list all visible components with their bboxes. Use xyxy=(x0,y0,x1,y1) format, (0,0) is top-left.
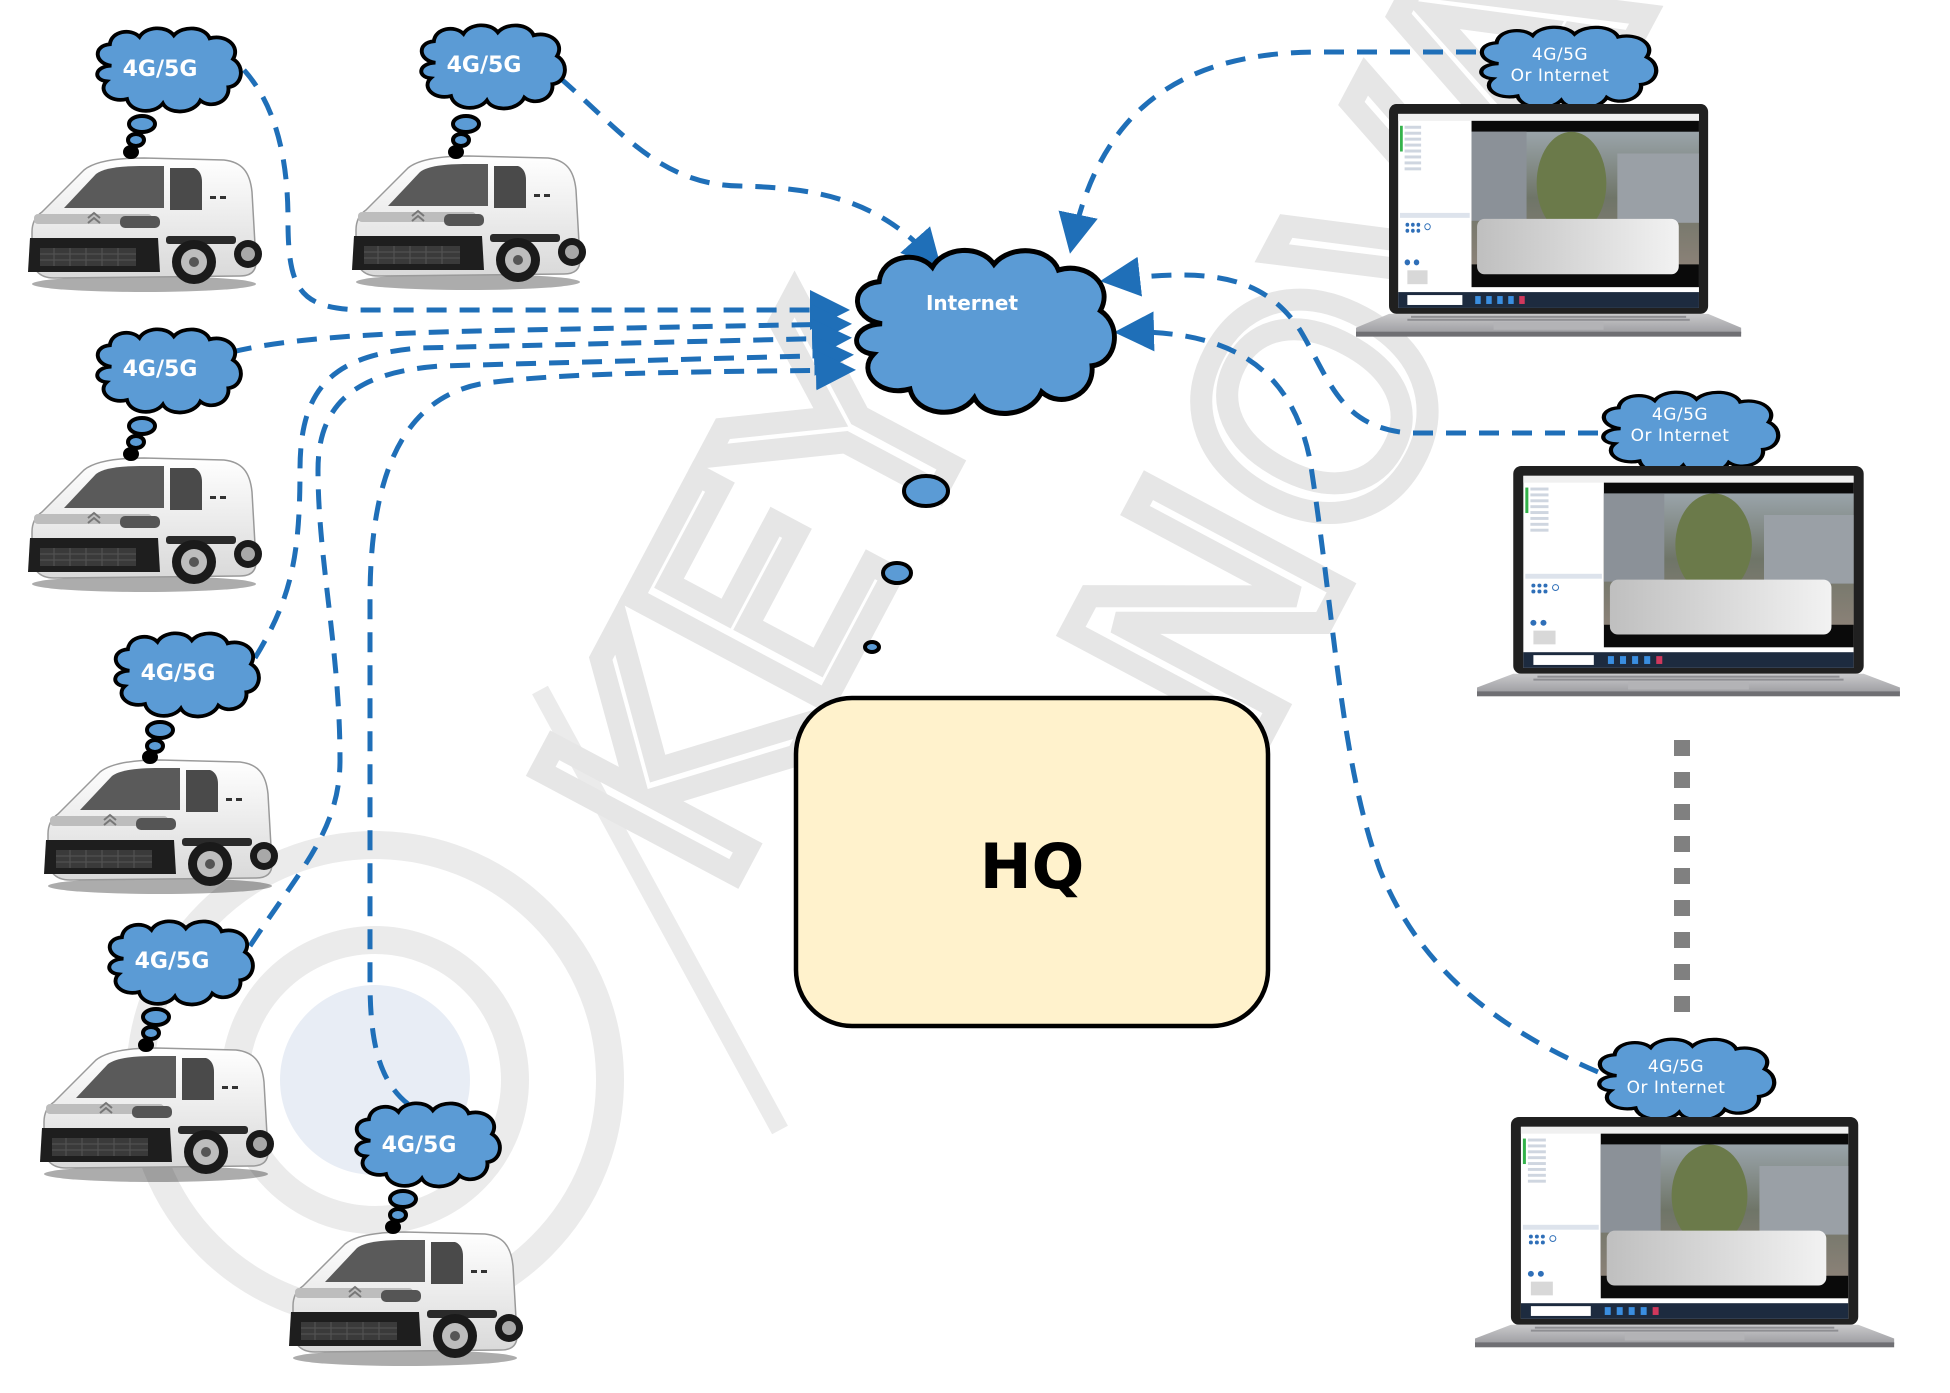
vehicle-5: 4G/5G xyxy=(39,919,275,1183)
hq-node: HQ xyxy=(793,695,1271,1029)
vehicle-cloud-label: 4G/5G xyxy=(382,1133,457,1158)
client-cloud-line1: 4G/5G xyxy=(1648,1057,1704,1077)
bubble-trail xyxy=(123,416,157,461)
client-cloud-line2: Or Internet xyxy=(1631,426,1730,446)
hq-box xyxy=(793,695,1271,1029)
vehicle-1: 4G/5G xyxy=(27,26,263,293)
connector-van-5 xyxy=(247,335,854,948)
client-laptop-2: 4G/5G Or Internet xyxy=(1476,392,1901,697)
connector-laptop-1 xyxy=(1058,49,1476,254)
connector-van-4 xyxy=(252,318,852,660)
internet-cloud: Internet xyxy=(857,250,1115,413)
laptop-icon xyxy=(1474,1116,1895,1348)
connector-van-6 xyxy=(367,350,856,1106)
vehicle-4: 4G/5G xyxy=(43,631,279,895)
vehicle-connectors xyxy=(231,68,942,1106)
client-connectors xyxy=(1058,49,1599,1075)
vehicle-cloud-label: 4G/5G xyxy=(123,357,198,382)
laptop-icon xyxy=(1476,465,1901,697)
bubble-large xyxy=(902,474,950,508)
connector-laptop-3 xyxy=(1114,311,1599,1075)
bubble-medium xyxy=(881,561,913,585)
bubble-trail xyxy=(123,114,157,159)
client-cloud-line1: 4G/5G xyxy=(1652,405,1708,425)
connector-van-2 xyxy=(558,76,942,270)
internet-label: Internet xyxy=(926,291,1018,315)
client-cloud-line2: Or Internet xyxy=(1627,1078,1726,1098)
connector-van-1 xyxy=(242,68,850,330)
laptop-icon xyxy=(1355,103,1742,338)
client-laptop-1: 4G/5G Or Internet xyxy=(1355,27,1742,338)
bubble-trail xyxy=(142,720,175,764)
connector-laptop-2 xyxy=(1100,256,1598,436)
vehicle-cloud-label: 4G/5G xyxy=(135,949,210,974)
hq-label: HQ xyxy=(980,830,1085,903)
vehicle-6: 4G/5G xyxy=(288,1101,524,1367)
bubble-small xyxy=(863,640,881,654)
vehicle-cloud-label: 4G/5G xyxy=(141,661,216,686)
client-cloud-line1: 4G/5G xyxy=(1532,45,1588,65)
client-cloud-line2: Or Internet xyxy=(1511,66,1610,86)
vehicle-cloud-label: 4G/5G xyxy=(123,57,198,82)
client-laptop-3: 4G/5G Or Internet xyxy=(1474,1039,1895,1348)
vehicle-2: 4G/5G xyxy=(351,23,587,291)
bubble-trail xyxy=(448,114,481,159)
internet-hq-bubbles xyxy=(863,474,950,654)
vehicle-cloud-label: 4G/5G xyxy=(447,53,522,78)
bubble-trail xyxy=(385,1189,418,1234)
bubble-trail xyxy=(138,1007,171,1052)
vehicle-3: 4G/5G xyxy=(27,327,263,593)
connector-van-3 xyxy=(231,304,852,355)
